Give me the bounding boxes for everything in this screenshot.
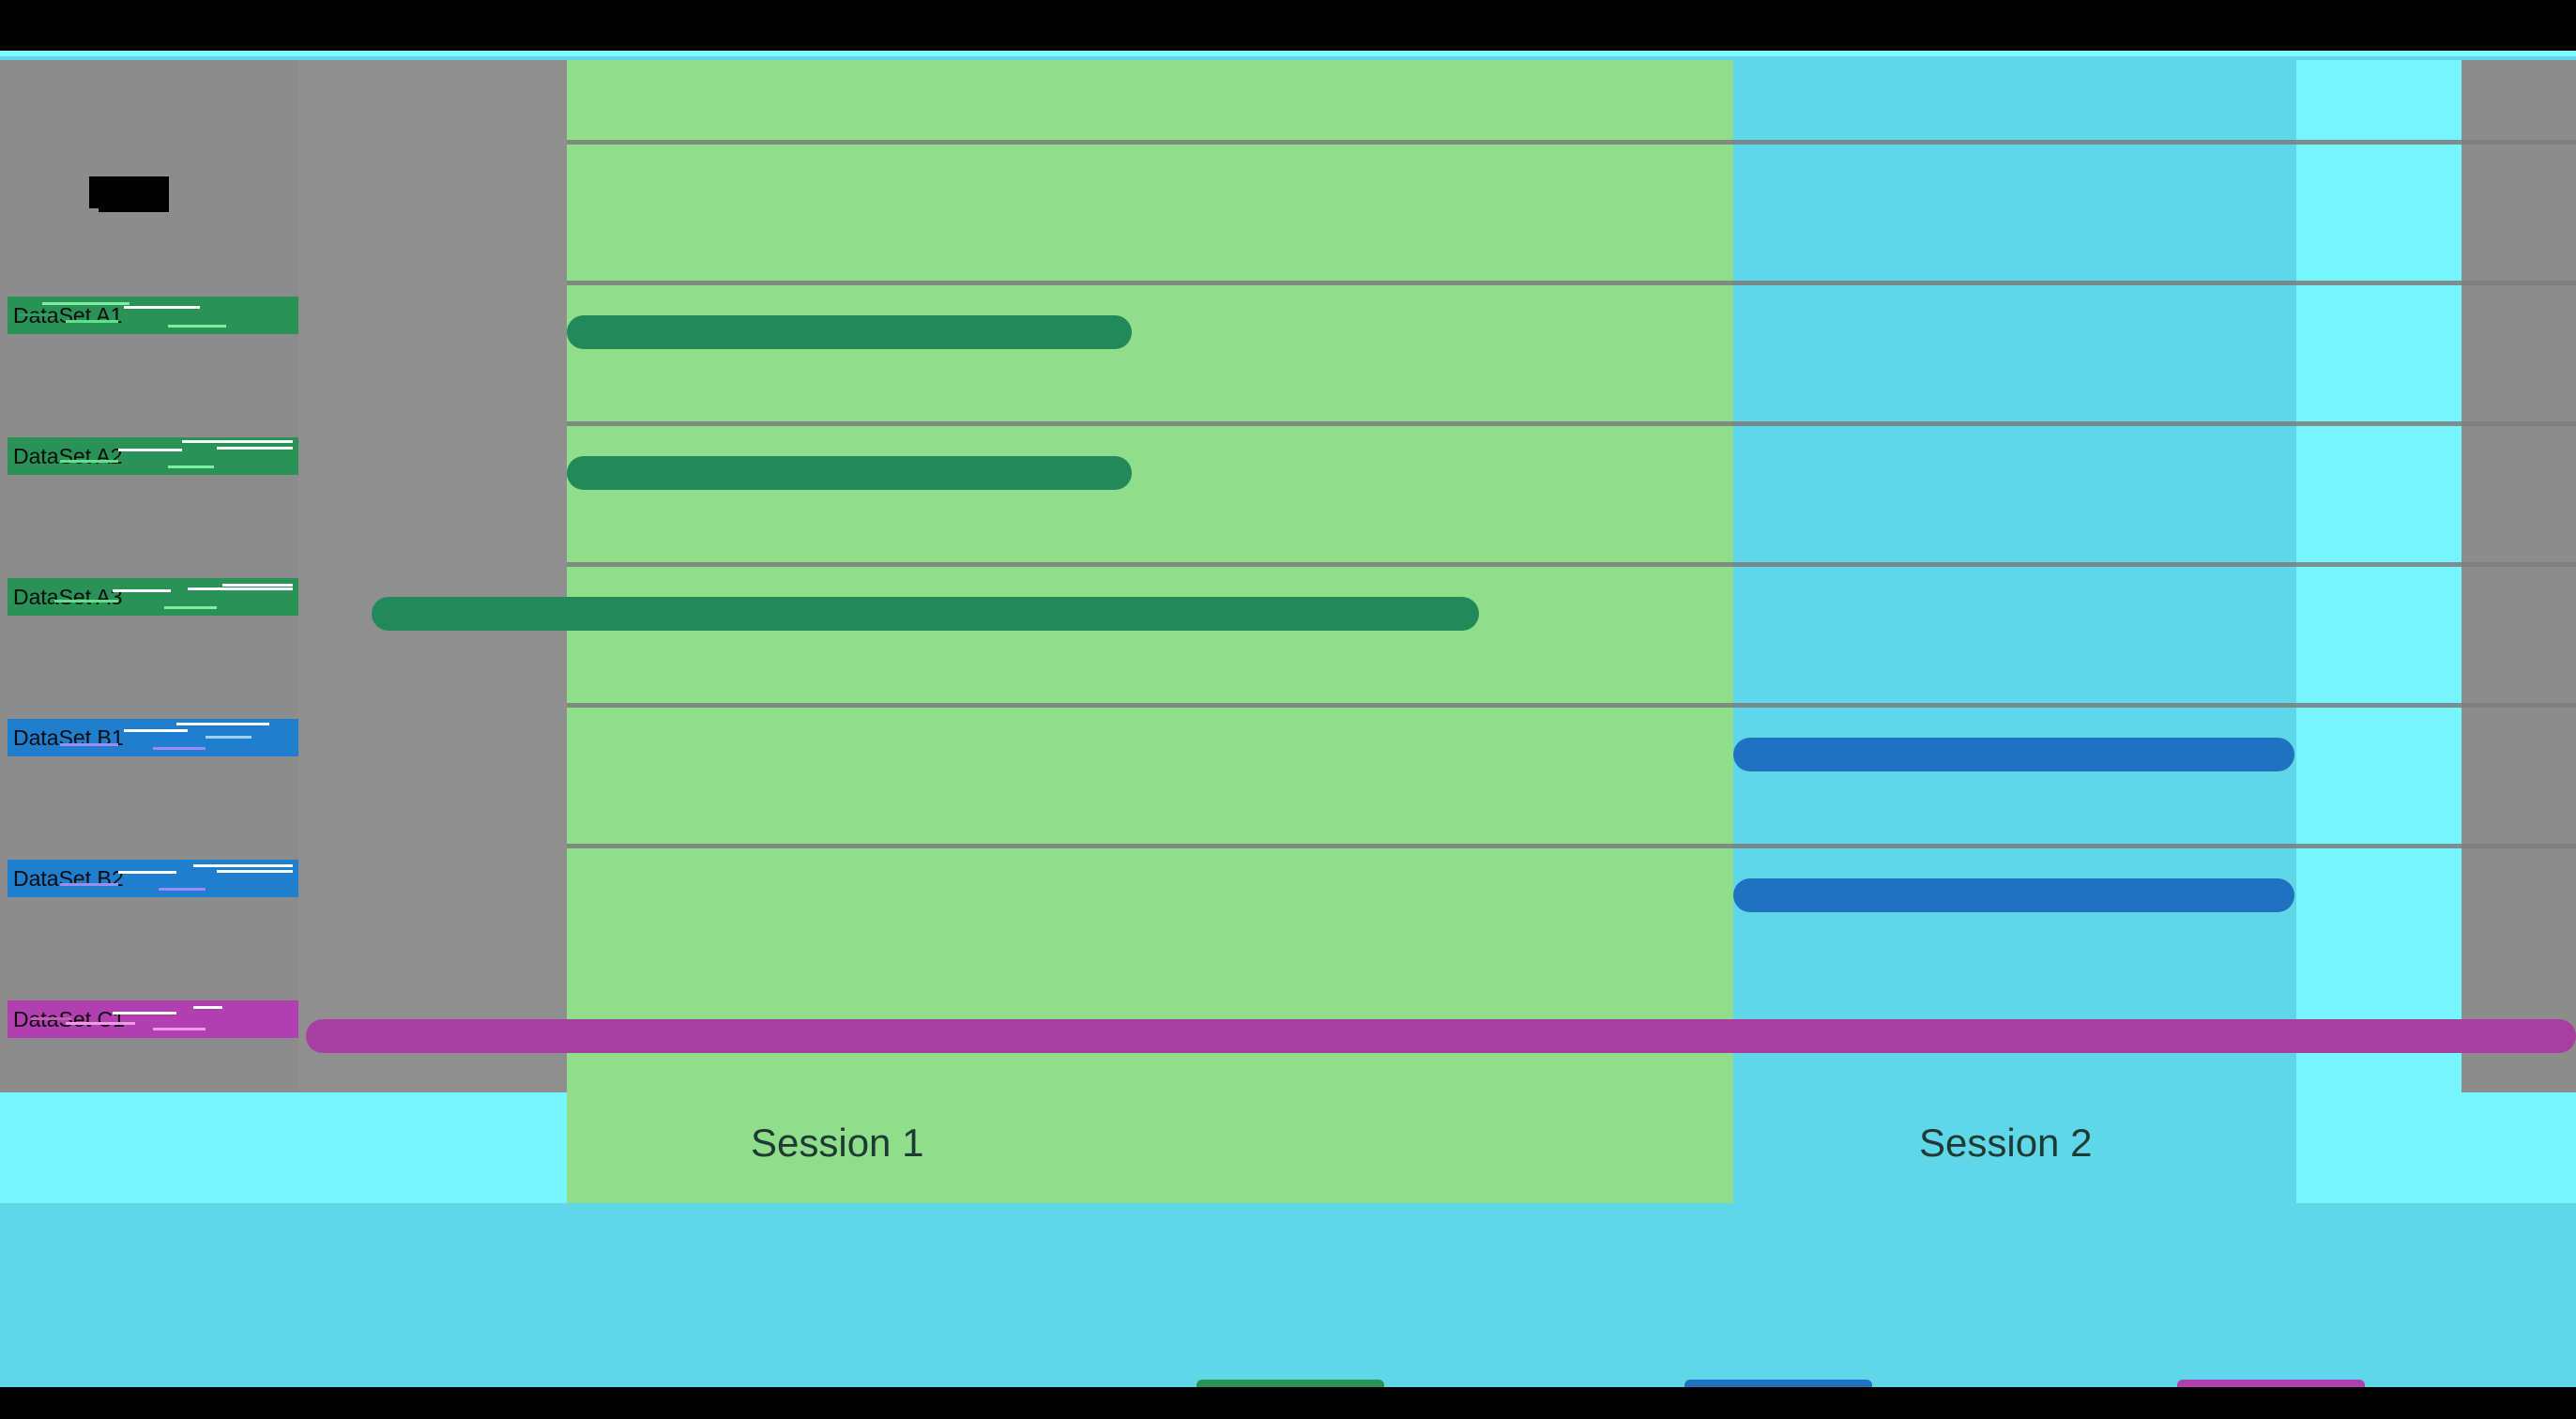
gridline xyxy=(567,421,1134,426)
top-cyan-rule-secondary xyxy=(0,56,2576,60)
session-band-1 xyxy=(567,60,1733,1203)
gantt-bar-dataset-a3[interactable] xyxy=(372,597,1479,631)
page-title xyxy=(94,178,169,208)
gantt-bar-dataset-a2[interactable] xyxy=(567,456,1132,490)
bottom-frame-bar xyxy=(0,1387,2576,1419)
row-label-text: DataSet A3 xyxy=(13,585,123,609)
gantt-bar-dataset-c1[interactable] xyxy=(306,1019,2576,1053)
gridline xyxy=(1134,281,2576,285)
gridline xyxy=(1134,703,2576,708)
session-band-2 xyxy=(1733,60,2296,1203)
row-label-text: DataSet B1 xyxy=(13,725,124,750)
row-label-text: DataSet A2 xyxy=(13,444,123,468)
footer-strip-left xyxy=(0,1092,567,1203)
row-label-dataset-a3[interactable]: DataSet A3 xyxy=(8,578,298,616)
row-label-text: DataSet A1 xyxy=(13,303,123,328)
gridline xyxy=(567,703,1134,708)
row-label-dataset-b2[interactable]: DataSet B2 xyxy=(8,860,298,897)
gridline xyxy=(1134,844,2576,848)
row-label-dataset-b1[interactable]: DataSet B1 xyxy=(8,719,298,756)
session-caption-1: Session 1 xyxy=(751,1121,924,1165)
gridline xyxy=(567,281,1134,285)
gridline xyxy=(1134,562,2576,567)
row-label-dataset-a1[interactable]: DataSet A1 xyxy=(8,297,298,334)
row-label-dataset-c1[interactable]: DataSet C1 xyxy=(8,1000,298,1038)
footer-strip-right xyxy=(2296,1092,2576,1203)
bottom-cyan-panel xyxy=(0,1203,2576,1387)
left-gutter-panel xyxy=(298,60,567,1092)
row-label-dataset-a2[interactable]: DataSet A2 xyxy=(8,437,298,475)
gantt-plot-area: DataSet A1 DataSet A2 DataSet A3 xyxy=(0,60,2576,1203)
gridline xyxy=(567,844,1134,848)
row-label-text: DataSet B2 xyxy=(13,866,124,891)
row-label-text: DataSet C1 xyxy=(13,1007,125,1031)
gridline xyxy=(567,140,1134,145)
gridline xyxy=(1134,140,2576,145)
left-label-panel xyxy=(0,60,298,1092)
gantt-bar-dataset-a1[interactable] xyxy=(567,315,1132,349)
top-cyan-rule xyxy=(0,51,2576,56)
gridline xyxy=(1134,421,2576,426)
gantt-bar-dataset-b2[interactable] xyxy=(1733,878,2294,912)
gridline xyxy=(567,562,1134,567)
top-frame-bar xyxy=(0,0,2576,56)
session-caption-2: Session 2 xyxy=(1919,1121,2093,1165)
right-gutter-panel xyxy=(2462,60,2576,1092)
gantt-bar-dataset-b1[interactable] xyxy=(1733,738,2294,771)
header-redaction-block-2 xyxy=(99,182,169,212)
